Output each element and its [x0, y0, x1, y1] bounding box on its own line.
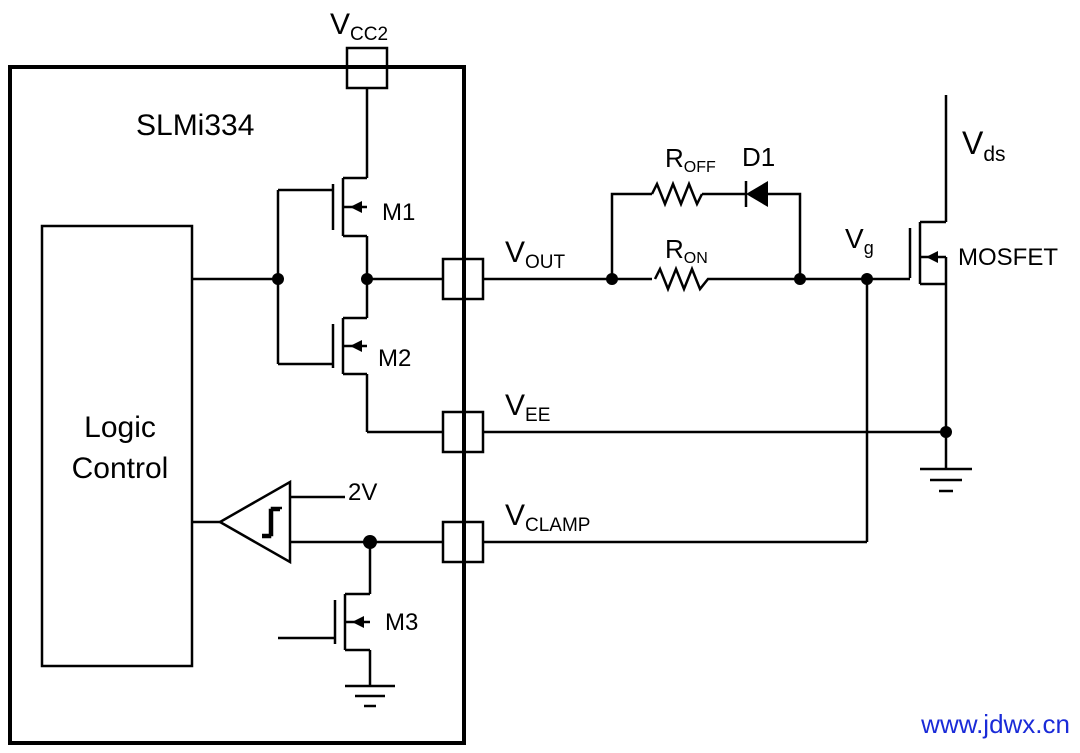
m3-label: M3: [385, 609, 418, 636]
mosfet-symbol: [867, 95, 948, 432]
comparator-symbol: [217, 479, 292, 565]
m3-transistor: [278, 542, 372, 686]
d1-label: D1: [742, 142, 775, 172]
roff-label: ROFF: [665, 143, 716, 176]
logic-control-block: [40, 224, 194, 668]
ron-label: RON: [665, 234, 708, 267]
reference-voltage-label: 2V: [348, 479, 377, 506]
ron-resistor: [653, 265, 714, 293]
ground-icon: [345, 684, 395, 708]
logic-control-label-1: Logic: [84, 411, 156, 444]
junction-ron-left: [606, 273, 618, 285]
junction-drain: [361, 273, 373, 285]
ground-icon: [920, 467, 972, 493]
m1-transistor: [278, 88, 369, 278]
vg-label: Vg: [845, 223, 874, 258]
ic-outline: [8, 65, 466, 745]
vds-label: Vds: [962, 125, 1006, 166]
vcc2-label: VCC2: [330, 8, 388, 45]
roff-branch-wire: [610, 192, 652, 279]
m1-label: M1: [382, 199, 415, 226]
junction-gates: [272, 273, 284, 285]
vee-label: VEE: [505, 389, 550, 426]
junction-ron-right: [794, 273, 806, 285]
vclamp-label: VCLAMP: [505, 499, 590, 536]
watermark-url[interactable]: www.jdwx.cn: [920, 709, 1070, 739]
roff-resistor: [650, 180, 704, 208]
m2-transistor: [278, 278, 443, 434]
chip-name: SLMi334: [136, 109, 254, 142]
m2-label: M2: [378, 345, 411, 372]
mosfet-label: MOSFET: [958, 244, 1058, 271]
vout-label: VOUT: [505, 236, 566, 273]
logic-control-label-2: Control: [72, 452, 169, 485]
diode-icon: [744, 181, 768, 207]
